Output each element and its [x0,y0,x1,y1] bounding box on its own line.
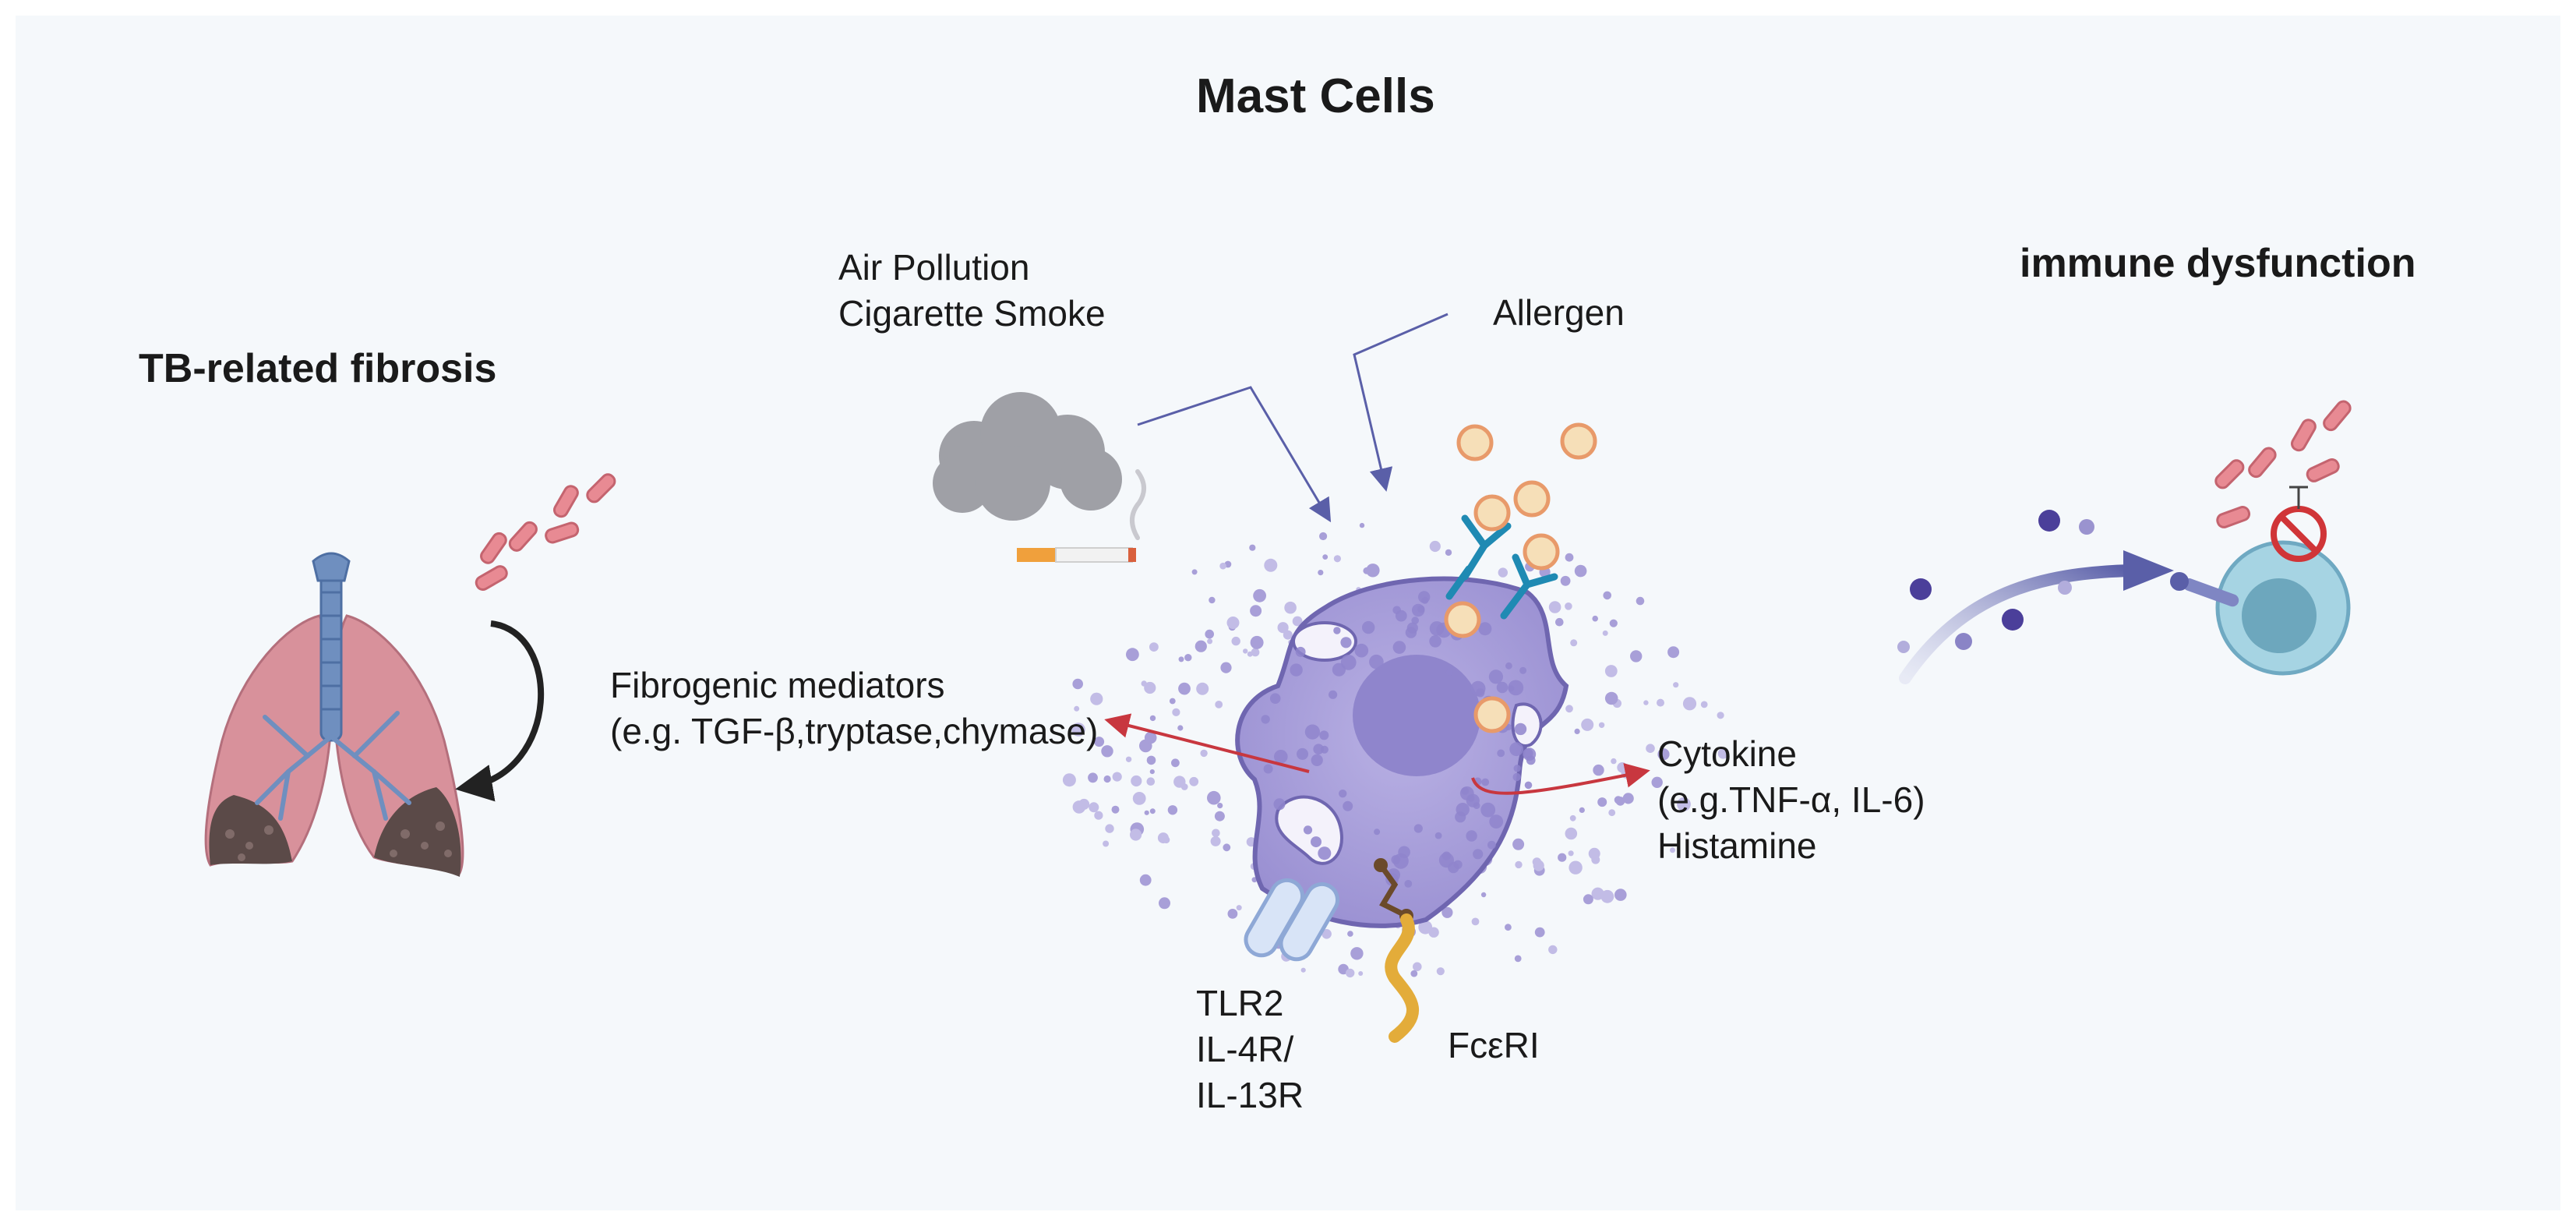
tlr-line-1: TLR2 [1196,983,1284,1023]
left-panel-heading: TB-related fibrosis [139,346,497,391]
fcer-receptor-label: FcεRI [1448,1025,1540,1065]
fibrogenic-release-arrow [1104,713,1310,773]
pollution-label: Air Pollution Cigarette Smoke [838,245,1106,337]
mast-cell [1235,576,1569,928]
allergen-label: Allergen [1493,292,1625,333]
cytokine-label: Cytokine (e.g.TNF-α, IL-6) Histamine [1657,731,1925,869]
fibrogenic-mediators-label: Fibrogenic mediators (e.g. TGF-β,tryptas… [610,662,1098,754]
diagram-title: Mast Cells [1196,69,1435,123]
fibrogenic-line-2: (e.g. TGF-β,tryptase,chymase) [610,710,1099,751]
pollution-arrow [1137,386,1332,523]
allergen-particles [1444,422,1597,733]
cytokine-line-3: Histamine [1657,825,1817,866]
pollution-line-2: Cigarette Smoke [838,292,1106,334]
cytokine-release-arrow [1471,763,1650,795]
cytokine-line-2: (e.g.TNF-α, IL-6) [1657,779,1925,820]
fibrogenic-line-1: Fibrogenic mediators [610,665,945,705]
smoke-cloud [933,392,1122,521]
ige-antibodies [1445,514,1558,620]
cigarette [1017,469,1146,563]
tlr-receptor-label: TLR2 IL-4R/ IL-13R [1196,980,1304,1118]
allergen-arrow [1353,313,1449,492]
lungs-illustration [204,473,616,877]
tlr-line-2: IL-4R/ [1196,1028,1294,1069]
cytokine-line-1: Cytokine [1657,733,1797,774]
right-panel-heading: immune dysfunction [2020,241,2416,286]
fcer1-receptor [1374,858,1419,1043]
pollution-line-1: Air Pollution [838,247,1030,288]
tlr-line-3: IL-13R [1196,1074,1304,1115]
tlr2-receptor [1244,878,1339,962]
immune-dysfunction-illustration [1897,400,2352,684]
